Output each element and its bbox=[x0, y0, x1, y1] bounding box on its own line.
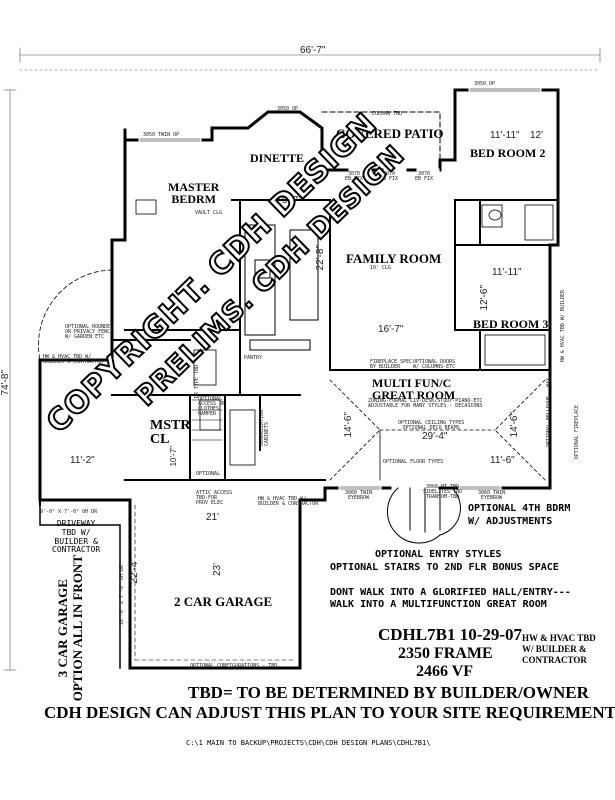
note-site-adjustment: CDH DESIGN CAN ADJUST THIS PLAN TO YOUR … bbox=[44, 703, 615, 722]
plan-frame-area: 2350 FRAME bbox=[398, 645, 493, 662]
garage-door-lines bbox=[134, 504, 296, 661]
patio-outline bbox=[321, 111, 441, 171]
note-glorified-hall: DONT WALK INTO A GLORIFIED HALL/ENTRY---… bbox=[330, 587, 571, 610]
note-window-3050-op-bed2: 3050 OP bbox=[474, 81, 496, 87]
note-eb-fix-1: 3070 EB FIX bbox=[345, 171, 364, 182]
note-window-3050-twin-op: 3050 TWIN OP bbox=[143, 132, 180, 138]
room-master-bedroom: MASTER BEDRM bbox=[168, 180, 220, 206]
note-eb-fix-2: 3070 EB FIX bbox=[380, 171, 399, 182]
note-fireplace: FIREPLACE SPEC BY BUILDER bbox=[370, 359, 413, 370]
optional-fence-arc bbox=[38, 269, 113, 361]
note-garage-door-16x7: 16'-0" X 7'-0" OH DR bbox=[119, 565, 125, 626]
note-optional-bellevue: OPTIONAL BELLEVUE - WAY bbox=[546, 378, 552, 448]
note-optional-stairs: OPTIONAL STAIRS TO 2ND FLR BONUS SPACE bbox=[330, 562, 559, 573]
room-bedroom-3: BED ROOM 3 bbox=[473, 317, 549, 331]
room-family-room: FAMILY ROOM bbox=[346, 251, 442, 266]
note-optional-entry-styles: OPTIONAL ENTRY STYLES bbox=[375, 549, 502, 560]
note-tbd-definition: TBD= TO BE DETERMINED BY BUILDER/OWNER bbox=[188, 683, 589, 702]
note-hvac-left: HW & HVAC TBD W/ BUILDER & CONTRACTOR bbox=[43, 354, 104, 365]
note-optional-access-hamper: OPTIONAL ACCESS OR CLOTHES HAMPER bbox=[198, 396, 226, 417]
room-master-closet: MSTR CL bbox=[150, 418, 191, 447]
note-organization-cabinets: ORGANIZATION CABINETS bbox=[259, 410, 270, 447]
dim-master-closet: 10'-7" bbox=[169, 446, 178, 467]
room-dinette: DINETTE bbox=[250, 151, 305, 165]
note-3-car-garage-option: 3 CAR GARAGE OPTION ALL IN FRONT bbox=[55, 555, 85, 702]
note-optional-floor: OPTIONAL FLOOR TYPES bbox=[383, 459, 444, 465]
room-multi-function-great-room: MULTI FUN/C GREAT ROOM bbox=[372, 376, 456, 402]
note-eb-fix-3: 3070 EB FIX bbox=[415, 171, 434, 182]
dim-garage-depth-1: 22'-4" bbox=[129, 558, 140, 584]
note-hvac-right: HW & HVAC TBD W/ BUILDER bbox=[560, 290, 566, 363]
note-optional-4th-bedroom: OPTIONAL 4TH BDRM W/ ADJUSTMENTS bbox=[468, 503, 571, 527]
dim-garage-width: 21' bbox=[206, 512, 220, 523]
note-optional-rounded-fence: OPTIONAL ROUNDED OR PRIVACY FENCE W/ GAR… bbox=[65, 324, 114, 340]
note-optional-fireplace: OPTIONAL FIREPLACE bbox=[574, 405, 580, 460]
dim-great-room-left: 14'-6" bbox=[343, 412, 354, 438]
dim-bed2-depth: 12' bbox=[530, 130, 544, 141]
dim-bedroom-4-width: 11'-6" bbox=[490, 455, 515, 466]
note-door-type-tbd: DR TYPE TBD bbox=[194, 365, 200, 399]
room-bedroom-2: BED ROOM 2 bbox=[470, 146, 546, 160]
note-window-3050-op-dinette: 3050 OP bbox=[277, 106, 299, 112]
note-sidelites-transom: 3068 HT TBD SIDELITES TBD TRANSOM-TBD bbox=[423, 484, 463, 500]
note-optional-doors: OPTIONAL DOORS W/ COLUMNS-ETC bbox=[413, 359, 456, 370]
overall-width-dimension: 66'-7" bbox=[300, 45, 326, 56]
file-path: C:\1 MAIN TO BACKUP\PROJECTS\CDH\CDH DES… bbox=[186, 739, 431, 747]
dim-garage-depth-2: 23' bbox=[212, 563, 223, 577]
note-optional-configurations: OPTIONAL CONFIGURATIONS - TBD bbox=[190, 663, 278, 669]
kitchen-counters bbox=[244, 224, 319, 351]
dim-great-room-width: 29'-4" bbox=[422, 431, 448, 442]
note-optional: OPTIONAL bbox=[196, 471, 221, 477]
note-vault-ceiling: VAULT CLG bbox=[195, 210, 223, 216]
note-twin-eyebrow-right: 3060 TWIN EYEBROW bbox=[478, 490, 506, 501]
note-great-room-zoning: ZONING-FORMAL LIV-DESK/STUDY-PIANO-ETC A… bbox=[368, 398, 483, 409]
great-room-ceiling bbox=[329, 379, 546, 481]
note-hw-hvac-tbd: HW & HVAC TBD W/ BUILDER & CONTRACTOR bbox=[522, 633, 596, 665]
stair-lines bbox=[191, 399, 223, 441]
dim-family-width: 16'-7" bbox=[378, 324, 404, 335]
dim-bed3-depth: 12'-6" bbox=[479, 285, 490, 311]
room-covered-patio: COVERED PATIO bbox=[336, 126, 444, 141]
plan-vf-area: 2466 VF bbox=[416, 663, 474, 680]
dim-bed2-width: 11'-11" bbox=[490, 130, 520, 141]
interior-walls bbox=[39, 199, 559, 506]
overall-depth-dimension: 74'-8" bbox=[0, 370, 11, 396]
note-ten-foot-ceiling: 10' CLG bbox=[370, 265, 392, 271]
room-2-car-garage: 2 CAR GARAGE bbox=[174, 594, 273, 609]
note-attic-access: ATTIC ACCESS TBD-FOR PROV ELEC bbox=[196, 490, 233, 506]
plan-id: CDHL7B1 10-29-07 bbox=[378, 625, 523, 644]
dim-dinette: 9'-7" bbox=[282, 195, 302, 206]
note-driveway: DRIVEWAY TBD W/ BUILDER & CONTRACTOR bbox=[52, 519, 101, 555]
window-mark-lines bbox=[139, 88, 541, 490]
overall-dimension-lines bbox=[3, 47, 601, 671]
dim-master-width: 11'-2" bbox=[70, 455, 95, 466]
dim-bed3-width: 11'-11" bbox=[492, 267, 522, 278]
driveway-edge bbox=[39, 499, 121, 669]
entry-arcs bbox=[386, 487, 461, 544]
note-optional-ceiling: OPTIONAL CEILING TYPES OPTIONAL DECO BEA… bbox=[398, 420, 465, 431]
note-column-tbd: COLUMN TBD bbox=[372, 111, 403, 117]
note-garage-door-9x7: 9'-0" X 7'-0" OH DR bbox=[40, 509, 98, 515]
window-marks bbox=[138, 88, 542, 490]
note-twin-eyebrow-left: 3060 TWIN EYEBROW bbox=[345, 490, 373, 501]
note-hvac-middle: HW & HVAC TBD W/ BUILDER & CONTRACTOR bbox=[258, 496, 319, 507]
dim-great-room-right: 14'-6" bbox=[509, 412, 520, 438]
note-pantry: PANTRY bbox=[244, 355, 263, 361]
